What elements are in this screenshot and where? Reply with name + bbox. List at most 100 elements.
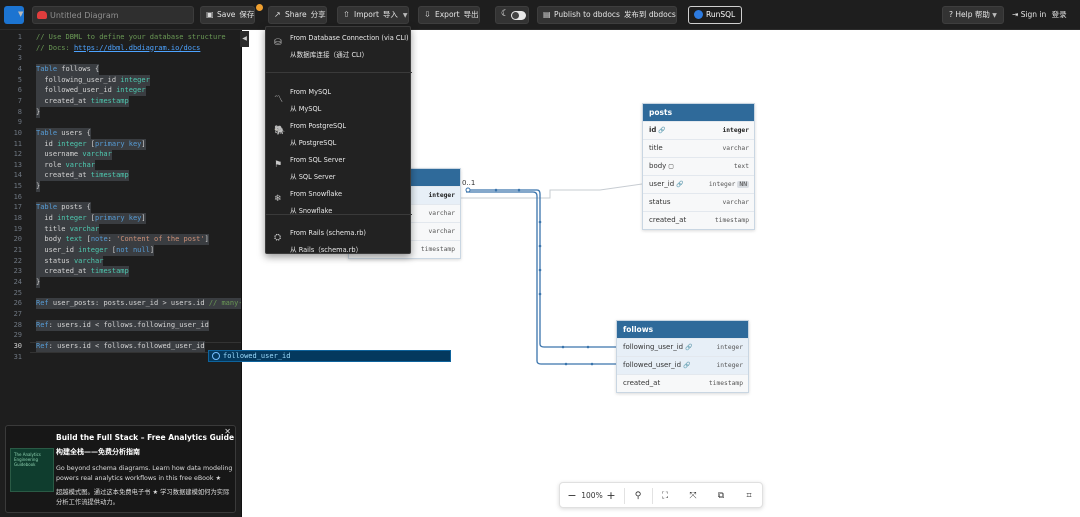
link-icon: 🔗 (683, 344, 693, 351)
field-name: id (649, 126, 657, 134)
editor-line[interactable]: 7 created_at timestamp (0, 95, 241, 107)
toggle-switch[interactable] (511, 11, 526, 20)
auto-arrange-icon[interactable]: ⤧ (689, 491, 697, 501)
sqlserver-icon: ⚑ (274, 160, 283, 170)
editor-line[interactable]: 13 role varchar (0, 159, 241, 171)
diagram-title-input[interactable] (50, 7, 190, 23)
table-field-row[interactable]: followed_user_id 🔗integer (617, 356, 748, 374)
chevron-down-icon[interactable]: ▼ (18, 10, 24, 18)
table-header[interactable]: posts (643, 104, 754, 121)
diagram-title-field[interactable] (32, 6, 194, 24)
menu-item-label: From Snowflake (290, 190, 343, 198)
code-text: } (36, 276, 41, 288)
line-number: 18 (13, 214, 22, 223)
unsaved-indicator (256, 4, 263, 11)
editor-line[interactable]: 31 (0, 352, 241, 363)
chevron-down-icon: ▼ (402, 12, 408, 19)
editor-line[interactable]: 12 username varchar (0, 149, 241, 161)
import-menu-item[interactable]: ⛭From Rails (schema.rb)从 Rails（schema.rb… (266, 224, 412, 254)
field-name: created_at (623, 379, 661, 387)
editor-line[interactable]: 24} (0, 276, 241, 288)
field-name: title (649, 144, 663, 152)
zoom-in-button[interactable]: + (606, 489, 616, 502)
editor-line[interactable]: 8} (0, 106, 241, 118)
code-text: title varchar (36, 223, 100, 235)
line-number: 9 (17, 118, 22, 127)
editor-line[interactable]: 18 id integer [primary key] (0, 213, 241, 225)
zoom-out-button[interactable]: − (567, 489, 577, 502)
promo-card[interactable]: ✕ The Analytics Engineering Guidebook Bu… (5, 425, 236, 513)
editor-line[interactable]: 5 following_user_id integer (0, 74, 241, 86)
editor-line[interactable]: 15} (0, 181, 241, 193)
editor-line[interactable]: 3 (0, 53, 241, 64)
table-header[interactable]: follows (617, 321, 748, 338)
editor-line[interactable]: 14 created_at timestamp (0, 170, 241, 182)
line-number: 30 (13, 341, 22, 350)
autocomplete-suggestion[interactable]: followed_user_id (208, 350, 451, 362)
code-text: role varchar (36, 159, 96, 171)
table-field-row[interactable]: id 🔗integer (643, 121, 754, 139)
code-editor[interactable]: 1// Use DBML to define your database str… (0, 30, 241, 423)
editor-line[interactable]: 16 (0, 192, 241, 203)
close-icon[interactable]: ✕ (224, 427, 231, 436)
sign-in-button[interactable]: ⇥ Sign in 登录 (1012, 10, 1067, 19)
panel-divider[interactable] (241, 30, 242, 517)
code-text: following_user_id integer (36, 74, 150, 86)
editor-line[interactable]: 1// Use DBML to define your database str… (0, 32, 241, 43)
import-menu-item[interactable]: ⛁From Database Connection (via CLI)从数据库连… (266, 29, 412, 59)
editor-line[interactable]: 9 (0, 117, 241, 128)
dark-mode-toggle[interactable]: ☾ (495, 6, 529, 24)
database-icon: ⛁ (274, 38, 282, 48)
runsql-button[interactable]: RunSQL (688, 6, 742, 24)
code-text: status varchar (36, 255, 104, 267)
editor-line[interactable]: 19 title varchar (0, 223, 241, 235)
editor-line[interactable]: 25 (0, 288, 241, 299)
editor-line[interactable]: 2// Docs: https://dbml.dbdiagram.io/docs (0, 43, 241, 54)
crop-icon[interactable]: ⌗ (746, 491, 752, 501)
editor-line[interactable]: 29 (0, 330, 241, 341)
editor-line[interactable]: 22 status varchar (0, 255, 241, 267)
editor-line[interactable]: 20 body text [note: 'Content of the post… (0, 234, 241, 246)
editor-line[interactable]: 23 created_at timestamp (0, 266, 241, 278)
search-icon[interactable]: ⚲ (634, 491, 642, 501)
zoom-level[interactable]: 100% (581, 491, 603, 500)
field-type: timestamp (420, 246, 455, 253)
editor-line[interactable]: 21 user_id integer [not null] (0, 245, 241, 256)
code-text: Table posts { (36, 202, 91, 214)
fit-view-icon[interactable]: ⛶ (661, 491, 669, 501)
app-logo-icon[interactable] (4, 6, 24, 24)
floppy-icon: ▣ (206, 10, 214, 19)
help-button[interactable]: ? Help 帮助 ▼ (942, 6, 1004, 24)
table-field-row[interactable]: following_user_id 🔗integer (617, 338, 748, 356)
editor-line[interactable]: 6 followed_user_id integer (0, 85, 241, 97)
editor-line[interactable]: 27 (0, 309, 241, 320)
table-field-row[interactable]: body ▢text (643, 157, 754, 175)
field-name: status (649, 198, 671, 206)
editor-line[interactable]: 11 id integer [primary key] (0, 138, 241, 150)
relationship-mode-icon[interactable]: ⧉ (717, 491, 725, 501)
collapse-editor-button[interactable]: ◀ (240, 31, 249, 47)
